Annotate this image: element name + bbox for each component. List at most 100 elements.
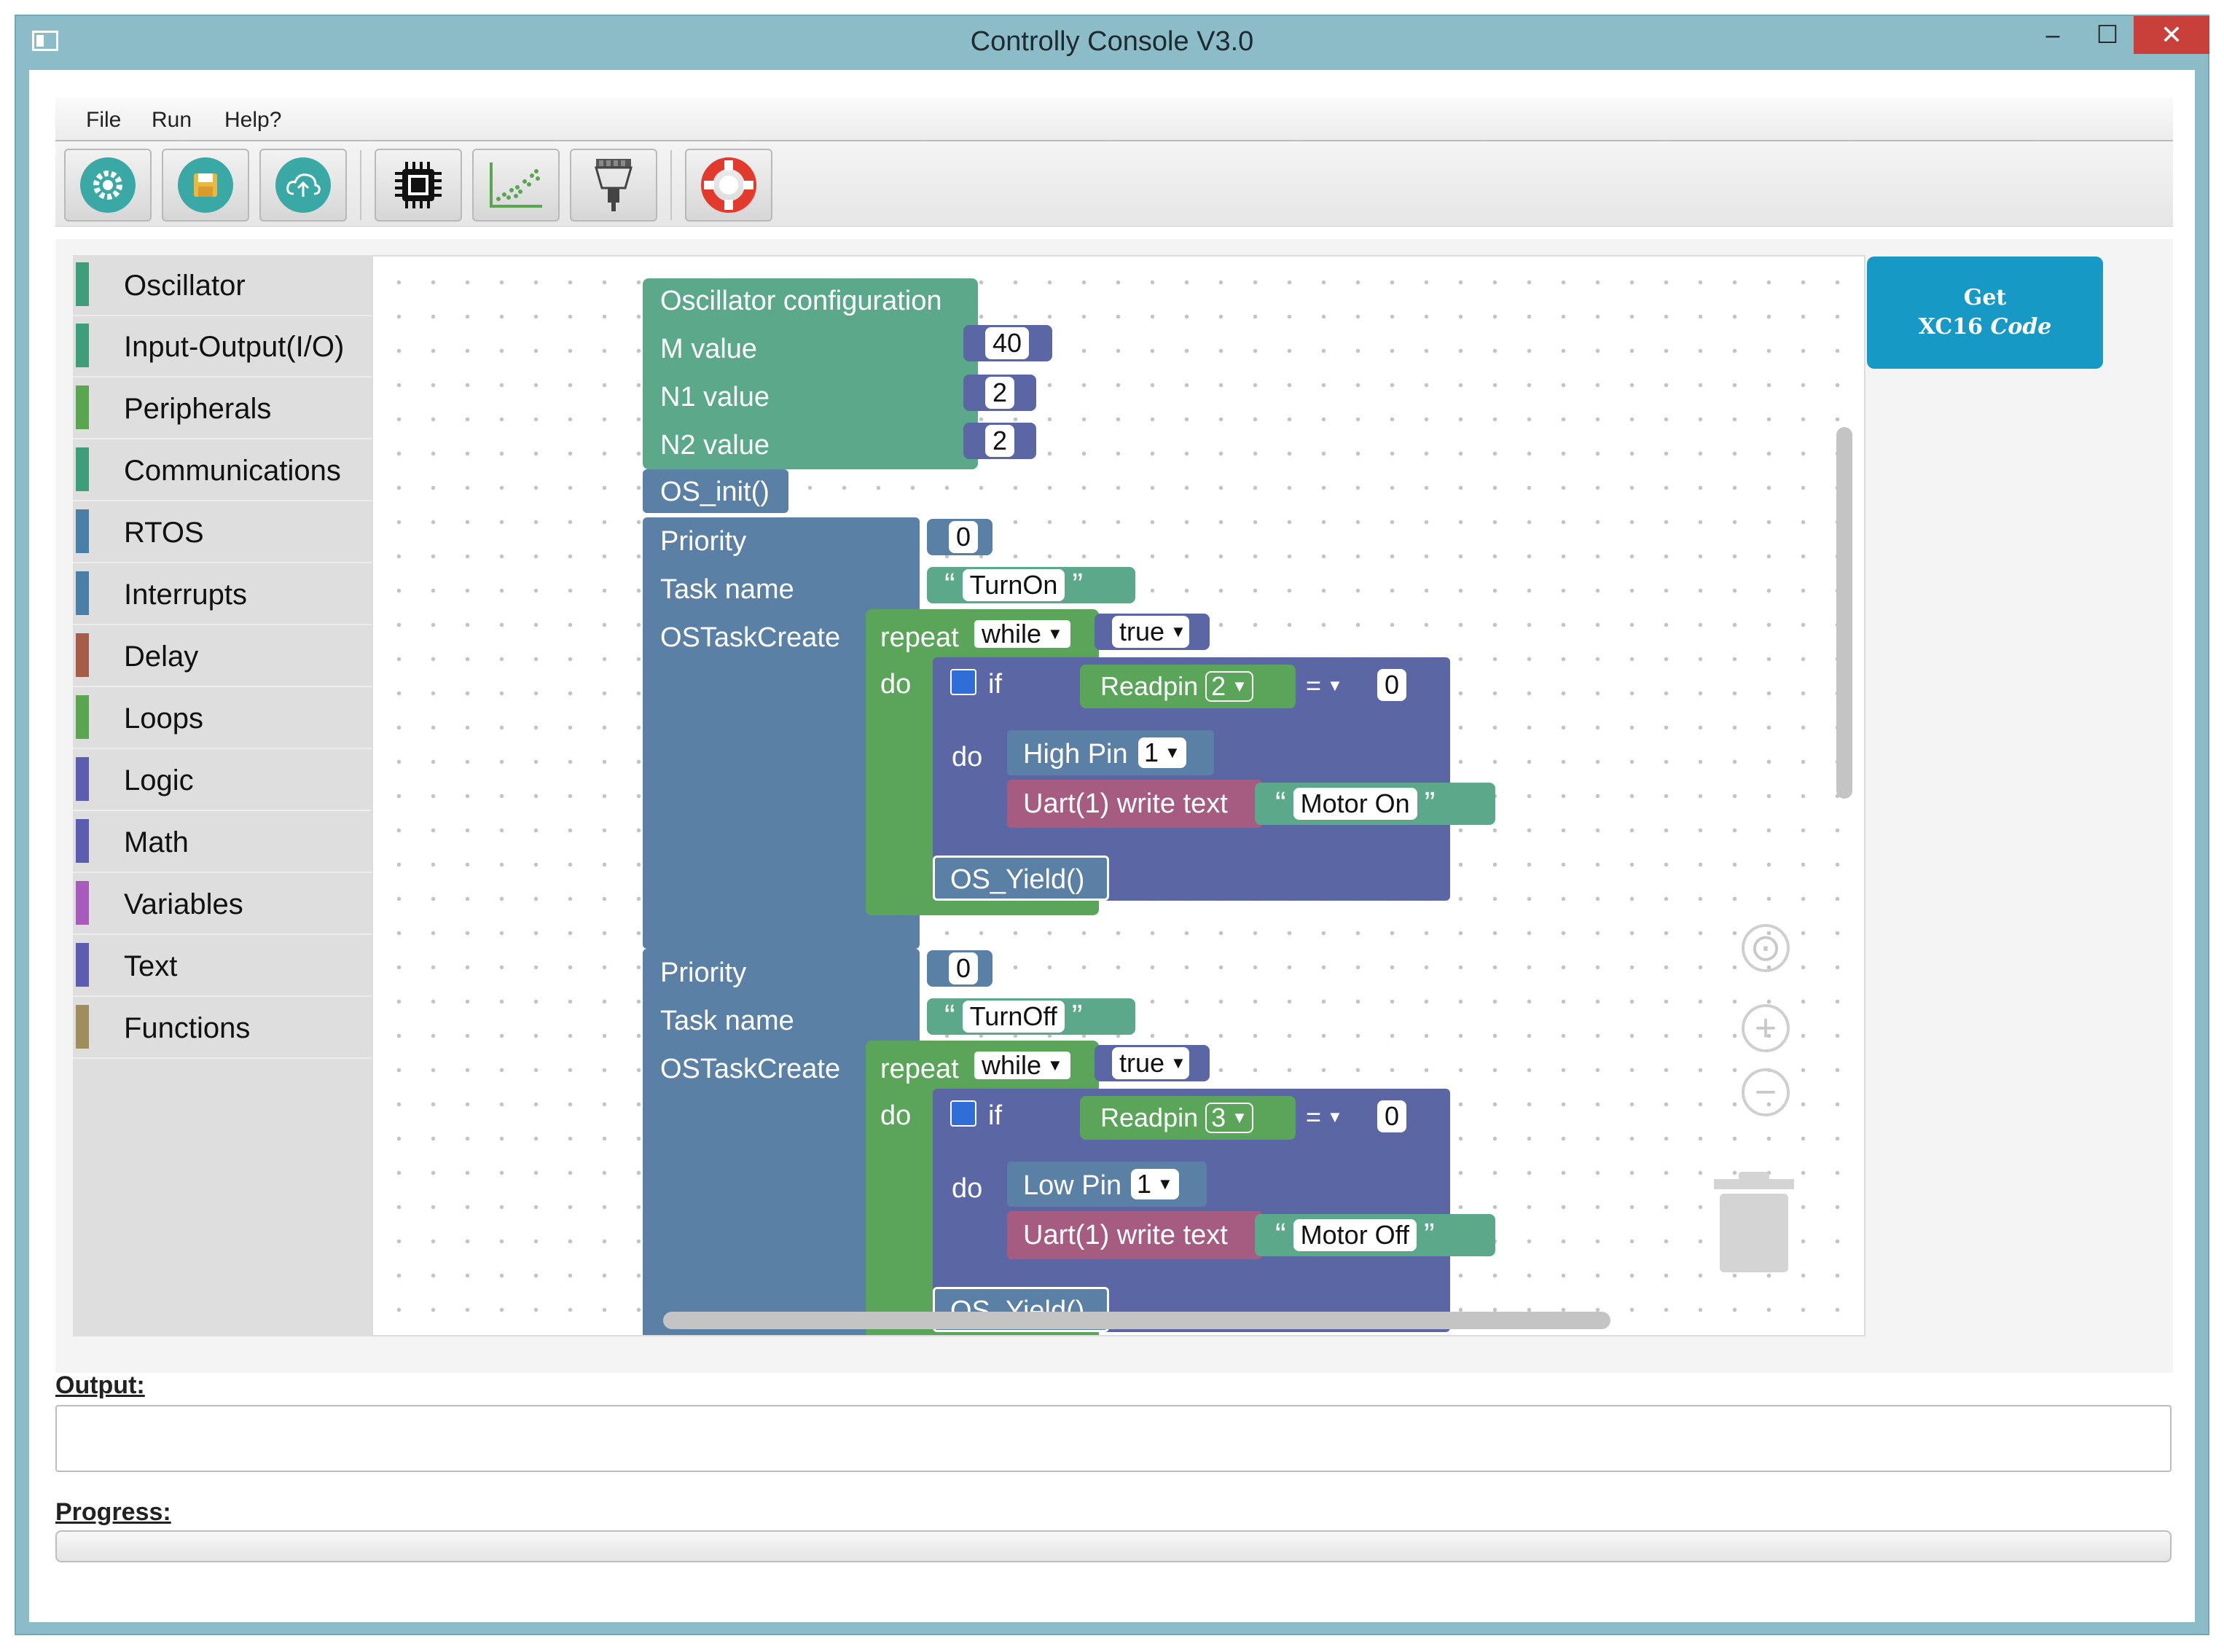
blocks-workspace[interactable]: Oscillator configuration M value 40 N1 v… (372, 255, 1865, 1336)
category-delay[interactable]: Delay (73, 626, 372, 687)
uart-text-input-2[interactable]: “Motor Off” (1255, 1214, 1495, 1256)
n2-value-input[interactable]: 2 (963, 423, 1036, 459)
category-variables[interactable]: Variables (73, 874, 372, 935)
category-rtos[interactable]: RTOS (73, 502, 372, 563)
output-field[interactable] (55, 1405, 2172, 1472)
zoom-in-icon[interactable]: + (1742, 1004, 1790, 1052)
minimize-button[interactable]: – (2045, 20, 2060, 49)
oscillator-title: Oscillator configuration (660, 286, 942, 316)
menu-file[interactable]: File (86, 108, 122, 132)
do-label-1: do (880, 669, 912, 700)
task-name-input-1[interactable]: “TurnOn” (927, 567, 1135, 603)
os-init-label: OS_init() (660, 477, 770, 507)
workspace-vertical-scrollbar[interactable] (1836, 427, 1852, 799)
category-interrupts[interactable]: Interrupts (73, 564, 372, 625)
while-dropdown-1[interactable]: while▼ (972, 618, 1073, 650)
progress-bar (55, 1530, 2172, 1562)
chart-button[interactable] (472, 149, 560, 222)
menu-run[interactable]: Run (152, 108, 192, 132)
trash-icon[interactable] (1714, 1172, 1794, 1274)
category-math[interactable]: Math (73, 812, 372, 873)
settings-button[interactable] (64, 149, 152, 222)
category-logic[interactable]: Logic (73, 750, 372, 811)
recenter-icon[interactable]: ⊙ (1742, 924, 1790, 972)
category-communications[interactable]: Communications (73, 440, 372, 501)
category-io[interactable]: Input-Output(I/O) (73, 316, 372, 377)
task-name-input-2[interactable]: “TurnOff” (927, 998, 1135, 1035)
get-xc16-code-button[interactable]: Get XC16 Code (1867, 257, 2103, 369)
uart-write-block-1[interactable] (1007, 780, 1262, 828)
upload-button[interactable] (259, 149, 347, 222)
menu-bar: File Run Help? (55, 98, 2173, 141)
app-icon (32, 31, 58, 51)
category-peripherals[interactable]: Peripherals (73, 378, 372, 439)
os-yield-label-1: OS_Yield() (950, 864, 1085, 895)
progress-label: Progress: (55, 1498, 171, 1526)
menu-help[interactable]: Help? (224, 108, 282, 132)
toolbar (55, 141, 2173, 227)
compare-op-dropdown-1[interactable]: =▼ (1296, 666, 1364, 705)
uart-write-label-2: Uart(1) write text (1023, 1220, 1228, 1250)
close-button[interactable]: ✕ (2134, 16, 2209, 54)
title-bar[interactable]: Controlly Console V3.0 – ☐ ✕ (16, 16, 2209, 71)
category-oscillator[interactable]: Oscillator (73, 255, 372, 316)
if-do-label-2: do (952, 1173, 983, 1204)
if-config-gear-icon[interactable] (950, 1100, 976, 1127)
maximize-button[interactable]: ☐ (2096, 21, 2119, 49)
high-pin-number-dropdown[interactable]: 1▼ (1138, 737, 1186, 768)
priority-label-2: Priority (660, 958, 747, 988)
connector-button[interactable] (570, 149, 657, 222)
uart-write-block-2[interactable] (1007, 1211, 1262, 1259)
if-do-label-1: do (952, 742, 983, 772)
category-loops[interactable]: Loops (73, 688, 372, 749)
lifebuoy-icon (701, 157, 756, 213)
priority-input-2[interactable]: 0 (927, 950, 992, 987)
chart-icon (490, 163, 542, 208)
uart-text-input-1[interactable]: “Motor On” (1255, 783, 1495, 825)
low-pin-number-dropdown[interactable]: 1▼ (1131, 1169, 1179, 1199)
help-button[interactable] (685, 149, 772, 222)
repeat-label-1: repeat (880, 622, 959, 653)
workspace-horizontal-scrollbar[interactable] (663, 1312, 1610, 1329)
os-init-block[interactable] (643, 469, 788, 513)
true-dropdown-2[interactable]: true▼ (1095, 1045, 1210, 1081)
uart-write-label-1: Uart(1) write text (1023, 788, 1228, 819)
zoom-out-icon[interactable]: − (1742, 1068, 1790, 1116)
connector-icon (595, 159, 633, 211)
window-title: Controlly Console V3.0 (970, 26, 1254, 57)
while-dropdown-2[interactable]: while▼ (972, 1049, 1073, 1081)
low-pin-label: Low Pin (1023, 1170, 1122, 1201)
os-task-create-label-1: OSTaskCreate (660, 622, 841, 653)
priority-label-1: Priority (660, 526, 747, 557)
save-icon (178, 157, 233, 213)
cloud-upload-icon (275, 157, 331, 213)
chip-icon (395, 162, 442, 208)
category-text[interactable]: Text (73, 936, 372, 997)
block-category-sidebar: Oscillator Input-Output(I/O) Peripherals… (73, 255, 372, 1336)
save-button[interactable] (162, 149, 249, 222)
category-functions[interactable]: Functions (73, 998, 372, 1059)
os-yield-block-1[interactable] (933, 856, 1109, 901)
n1-value-label: N1 value (660, 382, 770, 412)
task-name-label-1: Task name (660, 574, 794, 605)
n1-value-input[interactable]: 2 (963, 375, 1036, 411)
true-dropdown-1[interactable]: true▼ (1095, 614, 1210, 650)
task-name-label-2: Task name (660, 1006, 794, 1036)
settings-icon (80, 157, 136, 213)
output-label: Output: (55, 1371, 145, 1399)
compare-value-1[interactable]: 0 (1363, 665, 1421, 705)
os-task-create-label-2: OSTaskCreate (660, 1054, 841, 1084)
n2-value-label: N2 value (660, 430, 770, 461)
compare-value-2[interactable]: 0 (1363, 1096, 1421, 1137)
compare-op-dropdown-2[interactable]: =▼ (1296, 1097, 1364, 1137)
if-label-1: if (988, 669, 1002, 700)
oscillator-config-block[interactable] (643, 278, 978, 469)
do-label-2: do (880, 1100, 912, 1131)
if-config-gear-icon[interactable] (950, 669, 976, 695)
repeat-label-2: repeat (880, 1054, 959, 1084)
chip-button[interactable] (375, 149, 462, 222)
priority-input-1[interactable]: 0 (927, 519, 992, 555)
m-value-input[interactable]: 40 (963, 325, 1052, 361)
